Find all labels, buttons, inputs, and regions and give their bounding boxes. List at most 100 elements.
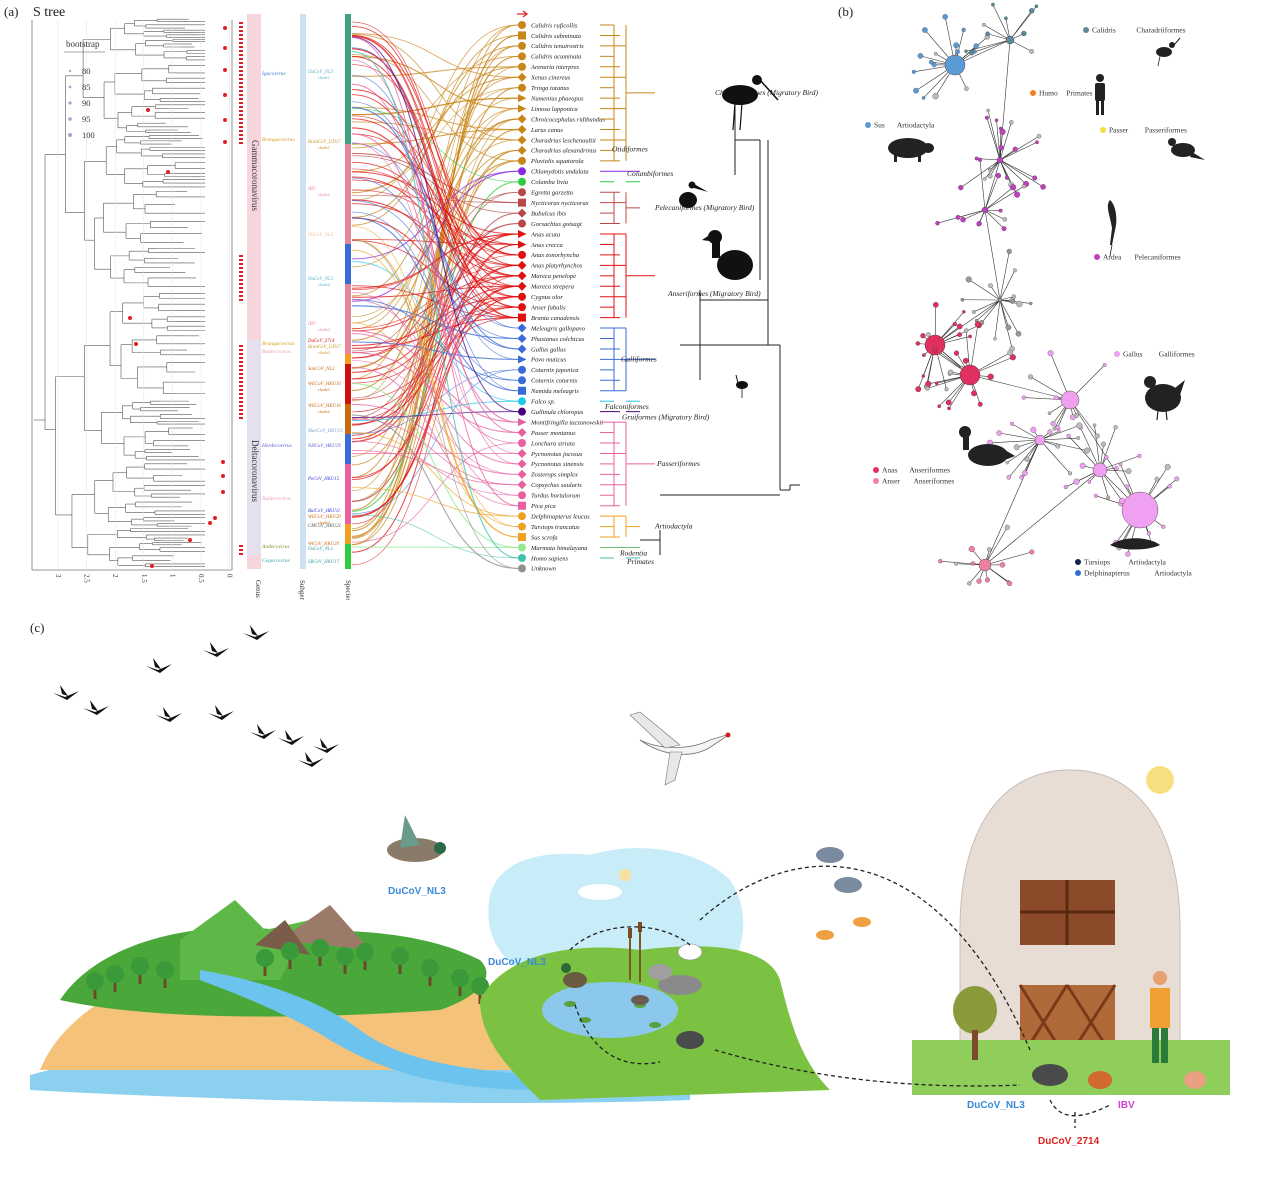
haplotype-node	[1047, 429, 1053, 435]
haplotype-node	[931, 62, 937, 68]
haplotype-node	[963, 328, 969, 333]
column-label-subgenus: Subgenus	[298, 580, 306, 600]
haplotype-node	[976, 578, 982, 584]
farm	[912, 766, 1230, 1095]
haplotype-node	[974, 321, 981, 328]
species-name: Mareca strepera	[530, 284, 574, 291]
haplotype-node	[953, 42, 960, 49]
haplotype-node	[1167, 484, 1172, 489]
crow-silhouette	[1168, 138, 1205, 160]
species-name: Falco sp.	[530, 399, 556, 406]
network-legend-genus: Humo	[1039, 89, 1058, 98]
haplotype-node	[1079, 462, 1086, 469]
haplotype-node	[933, 51, 938, 56]
order-label: Gruiformes (Migratory Bird)	[622, 413, 710, 422]
tree-axis-tick: 1	[168, 574, 176, 578]
clade-sublabel: clade1	[318, 192, 330, 197]
species-marker	[518, 188, 526, 197]
haplotype-node	[1076, 422, 1083, 429]
species-marker	[518, 52, 526, 61]
species-name: Pica pica	[530, 503, 556, 510]
network-legend-dot	[873, 478, 879, 484]
clade-sublabel: clade1	[318, 75, 330, 80]
tree-crown	[281, 942, 299, 960]
clade-label: IBV	[307, 187, 317, 192]
network-legend-dot	[865, 122, 871, 128]
species-marker	[518, 355, 527, 364]
species-marker	[517, 459, 527, 469]
clade-label: IBV	[307, 322, 317, 327]
arrow-ibv	[1049, 1099, 1111, 1117]
order-label: Otidiformes	[612, 144, 648, 153]
species-marker	[517, 260, 527, 270]
tree-crown	[311, 939, 329, 957]
species-name: Calidris acuminata	[531, 54, 581, 61]
haplotype-node	[1073, 478, 1080, 485]
haplotype-node	[973, 43, 979, 49]
cattails	[629, 925, 641, 982]
species-marker	[518, 543, 526, 552]
tree-trunk	[428, 972, 432, 986]
haplotype-node	[933, 302, 939, 308]
network-legend-order: Charadriiformes	[1136, 26, 1185, 35]
species-name: Egretta garzetta	[530, 190, 573, 197]
haplotype-node	[1057, 429, 1061, 434]
network-legend-genus: Tursiops	[1084, 558, 1110, 567]
haplotype-node	[1012, 146, 1018, 152]
bird-silhouette-calidris	[1156, 37, 1181, 67]
haplotype-hub	[996, 156, 1004, 164]
haplotype-node	[1125, 468, 1132, 475]
species-marker	[517, 145, 527, 155]
haplotype-node	[1119, 497, 1126, 504]
haplotype-node	[1102, 363, 1107, 367]
clade-label: WECoV_HKU20	[308, 515, 341, 520]
species-name: Nycticorax nycticorax	[530, 200, 589, 207]
species-marker	[518, 533, 526, 542]
haplotype-node	[1035, 140, 1039, 145]
haplotype-node	[1005, 324, 1012, 331]
species-name: Coturnix japonica	[531, 367, 578, 374]
haplotype-node	[977, 401, 983, 407]
network-legend-order: Pelecaniformes	[1135, 253, 1181, 262]
coot	[676, 1031, 704, 1049]
species-name: Unknown	[531, 566, 556, 573]
clade-label: BulCoV_HKU11	[308, 509, 340, 514]
network-legend-order: Anseriformes	[914, 477, 955, 486]
bootstrap-legend-value: 90	[82, 98, 91, 108]
haplotype-hub	[1034, 434, 1046, 446]
species-bar-segment	[345, 434, 351, 464]
species-marker	[517, 281, 527, 291]
tree-crown	[131, 957, 149, 975]
haplotype-node	[1092, 423, 1097, 428]
network-legend-dot	[1030, 90, 1036, 96]
haplotype-node	[994, 118, 999, 123]
species-marker	[518, 177, 526, 186]
haplotype-node	[913, 87, 919, 94]
haplotype-node	[962, 357, 969, 364]
haplotype-node	[926, 332, 931, 337]
species-marker	[518, 407, 526, 416]
species-marker	[518, 376, 526, 385]
farm-tree	[953, 986, 997, 1034]
haplotype-node	[1002, 217, 1008, 222]
haplotype-node	[937, 404, 941, 408]
network-legend-order: Artiodactyla	[897, 121, 935, 130]
network-legend-dot	[1083, 27, 1089, 33]
haplotype-node	[1083, 447, 1090, 454]
flying-bird	[208, 705, 234, 720]
species-name: Sus scrofa	[531, 534, 558, 541]
pigeons	[816, 847, 862, 893]
sun	[1146, 766, 1174, 794]
species-bar-segment	[345, 334, 351, 354]
panel-c-label: (c)	[30, 620, 45, 635]
clade-sublabel: clade1	[318, 520, 330, 525]
haplotype-node	[1004, 524, 1010, 530]
haplotype-node	[1034, 4, 1039, 9]
haplotype-node	[961, 27, 966, 33]
order-label: Primates	[626, 557, 654, 566]
haplotype-node	[1068, 471, 1073, 476]
species-name: Branta canadensis	[531, 315, 580, 322]
wetland-pond	[480, 848, 830, 1100]
species-marker	[518, 564, 526, 573]
haplotype-node	[1030, 426, 1037, 433]
